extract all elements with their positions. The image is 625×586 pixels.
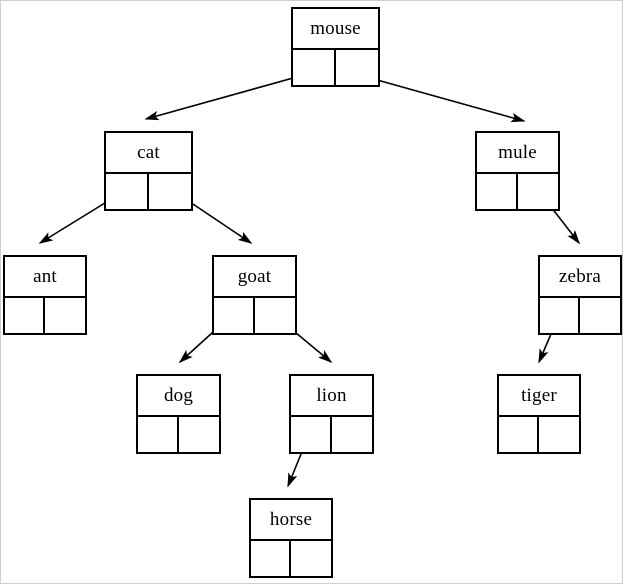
tree-node-cat[interactable]: cat xyxy=(104,131,193,211)
right-pointer-cell-ant[interactable] xyxy=(45,298,85,333)
right-pointer-cell-lion[interactable] xyxy=(332,417,373,452)
right-pointer-cell-horse[interactable] xyxy=(291,541,331,576)
node-pointers-tiger xyxy=(499,417,579,452)
tree-node-mule[interactable]: mule xyxy=(475,131,560,211)
node-pointers-zebra xyxy=(540,298,620,333)
tree-node-zebra[interactable]: zebra xyxy=(538,255,622,335)
right-pointer-cell-cat[interactable] xyxy=(149,174,192,209)
tree-node-mouse[interactable]: mouse xyxy=(291,7,380,87)
node-pointers-ant xyxy=(5,298,85,333)
node-pointers-lion xyxy=(291,417,372,452)
left-pointer-cell-cat[interactable] xyxy=(106,174,149,209)
right-pointer-cell-mouse[interactable] xyxy=(336,50,379,85)
node-pointers-horse xyxy=(251,541,331,576)
node-label-dog: dog xyxy=(138,376,219,417)
tree-node-ant[interactable]: ant xyxy=(3,255,87,335)
node-label-ant: ant xyxy=(5,257,85,298)
right-pointer-cell-mule[interactable] xyxy=(518,174,559,209)
left-pointer-cell-mouse[interactable] xyxy=(293,50,336,85)
node-label-cat: cat xyxy=(106,133,191,174)
tree-edge-mouse-cat xyxy=(144,72,312,121)
tree-node-dog[interactable]: dog xyxy=(136,374,221,454)
tree-node-goat[interactable]: goat xyxy=(212,255,297,335)
node-label-tiger: tiger xyxy=(499,376,579,417)
node-pointers-mule xyxy=(477,174,558,209)
node-label-horse: horse xyxy=(251,500,331,541)
left-pointer-cell-ant[interactable] xyxy=(5,298,45,333)
tree-node-tiger[interactable]: tiger xyxy=(497,374,581,454)
left-pointer-cell-horse[interactable] xyxy=(251,541,291,576)
left-pointer-cell-goat[interactable] xyxy=(214,298,255,333)
right-pointer-cell-tiger[interactable] xyxy=(539,417,579,452)
right-pointer-cell-goat[interactable] xyxy=(255,298,296,333)
tree-edge-mouse-mule xyxy=(351,72,526,123)
left-pointer-cell-mule[interactable] xyxy=(477,174,518,209)
node-pointers-goat xyxy=(214,298,295,333)
right-pointer-cell-dog[interactable] xyxy=(179,417,220,452)
left-pointer-cell-tiger[interactable] xyxy=(499,417,539,452)
right-pointer-cell-zebra[interactable] xyxy=(580,298,620,333)
node-label-mouse: mouse xyxy=(293,9,378,50)
left-pointer-cell-dog[interactable] xyxy=(138,417,179,452)
tree-node-horse[interactable]: horse xyxy=(249,498,333,578)
left-pointer-cell-zebra[interactable] xyxy=(540,298,580,333)
node-label-mule: mule xyxy=(477,133,558,174)
left-pointer-cell-lion[interactable] xyxy=(291,417,332,452)
node-label-lion: lion xyxy=(291,376,372,417)
node-pointers-mouse xyxy=(293,50,378,85)
tree-node-lion[interactable]: lion xyxy=(289,374,374,454)
node-pointers-dog xyxy=(138,417,219,452)
node-label-goat: goat xyxy=(214,257,295,298)
node-label-zebra: zebra xyxy=(540,257,620,298)
node-pointers-cat xyxy=(106,174,191,209)
